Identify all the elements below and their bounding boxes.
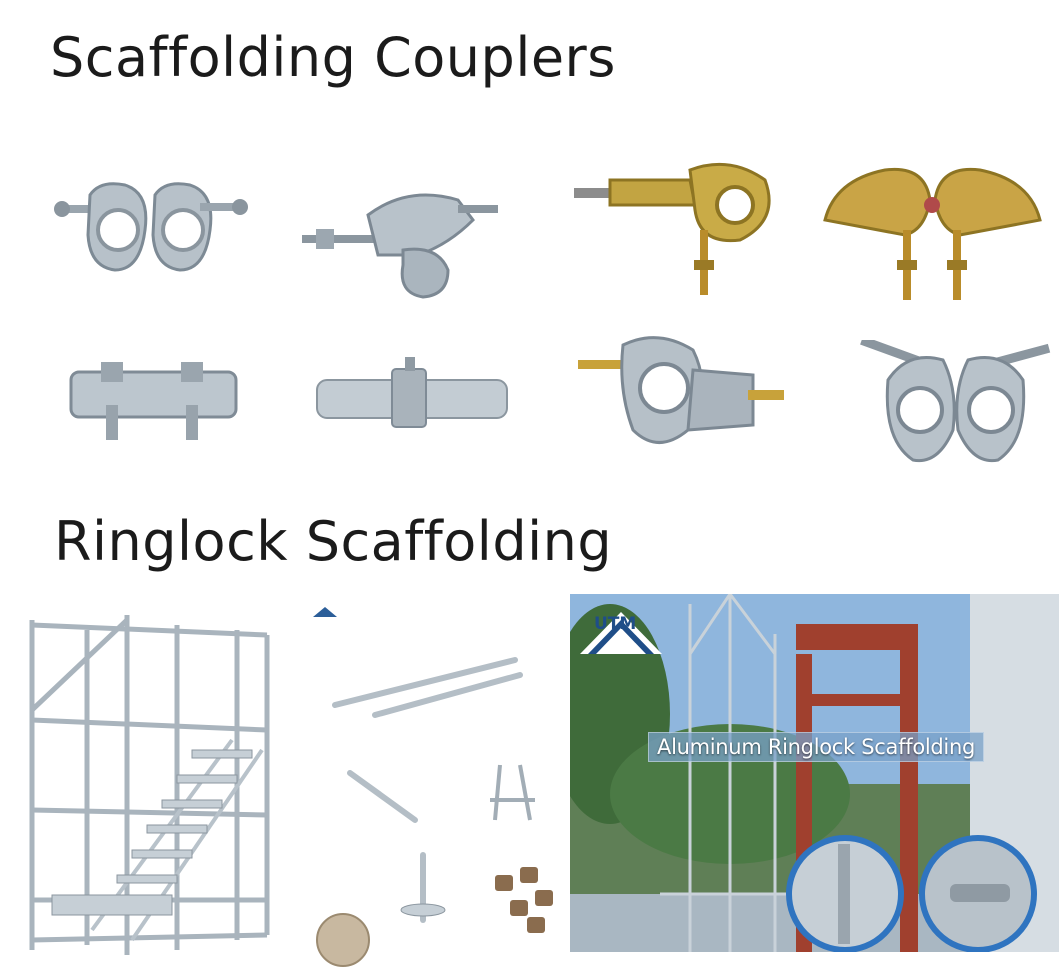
joint-pin-image: [312, 355, 512, 435]
utm-logo-icon: [580, 612, 662, 654]
section-title-ringlock: Ringlock Scaffolding: [54, 510, 613, 573]
swivel-coupler-image: [298, 175, 508, 305]
photo-caption: Aluminum Ringlock Scaffolding: [648, 732, 985, 762]
yellow-fixed-coupler-image: [570, 160, 790, 300]
sleeve-coupler-image: [66, 350, 241, 445]
aluminum-ringlock-photo: UTM Aluminum Ringlock Scaffolding: [570, 594, 1059, 952]
utm-logo-text: UTM: [594, 614, 637, 634]
ringlock-components-image: [305, 605, 565, 970]
yellow-swivel-coupler-image: [815, 160, 1050, 305]
ringlock-stair-tower-image: [22, 610, 277, 970]
section-title-couplers: Scaffolding Couplers: [50, 26, 616, 89]
double-coupler-image: [50, 175, 250, 295]
drop-forged-coupler-image: [578, 330, 788, 470]
wing-nut-coupler-image: [858, 340, 1053, 470]
